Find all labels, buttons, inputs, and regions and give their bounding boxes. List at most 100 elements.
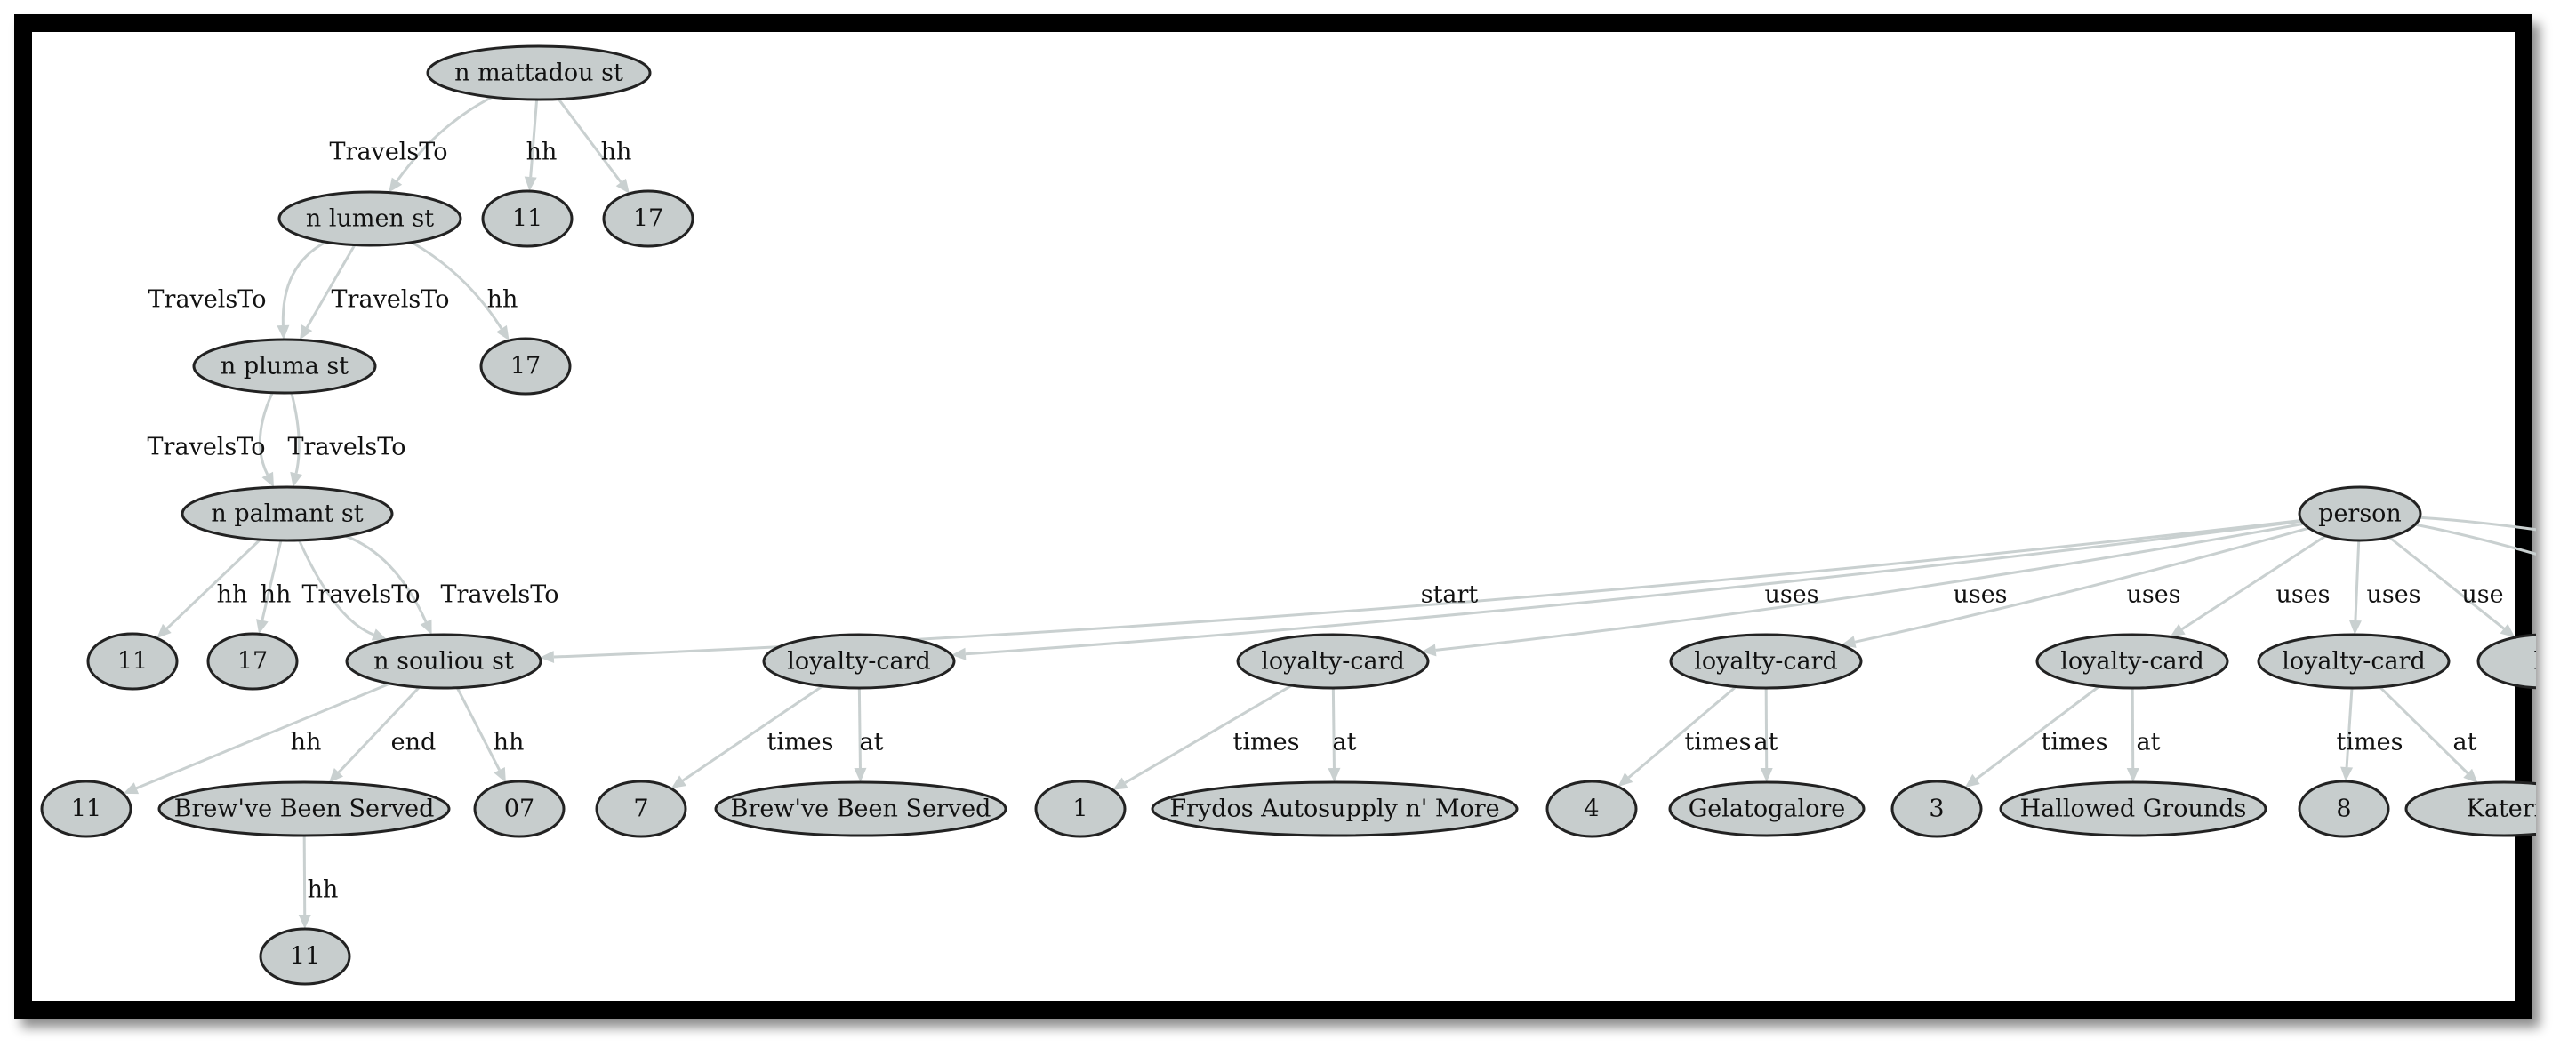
node-lc4a[interactable]: Hallowed Grounds bbox=[1999, 780, 2267, 837]
node-label: 17 bbox=[237, 648, 268, 676]
node-bvbs1[interactable]: Brew've Been Served bbox=[157, 780, 451, 837]
arrowhead bbox=[261, 471, 274, 488]
node-shape bbox=[2404, 780, 2536, 837]
arrowhead bbox=[2126, 767, 2139, 782]
node-lc4[interactable]: loyalty-card bbox=[2035, 633, 2229, 690]
node-label: 11 bbox=[117, 648, 148, 676]
node-pluma[interactable]: n pluma st bbox=[192, 338, 377, 395]
edge-lumen-l17 bbox=[411, 241, 510, 341]
node-shape bbox=[1034, 780, 1127, 838]
node-shape bbox=[157, 780, 451, 837]
node-shape bbox=[1669, 633, 1863, 690]
edge-person-lc5 bbox=[2348, 540, 2362, 636]
node-label: 11 bbox=[71, 796, 101, 823]
node-shape bbox=[181, 485, 394, 542]
edge-label: at bbox=[1754, 729, 1778, 756]
node-lc5t[interactable]: 8 bbox=[2298, 780, 2390, 838]
edge-person-offscreen2 bbox=[2420, 516, 2536, 532]
edge-souliou-s11 bbox=[123, 682, 391, 795]
node-lc1t[interactable]: 7 bbox=[595, 780, 687, 838]
edge-pluma-palmant bbox=[290, 392, 302, 488]
node-lc4t[interactable]: 3 bbox=[1890, 780, 1983, 838]
edge-label: TravelsTo bbox=[148, 434, 266, 461]
arrowhead bbox=[524, 176, 537, 192]
arrowhead bbox=[420, 619, 432, 636]
edge-label: at bbox=[1333, 729, 1357, 756]
node-lc2t[interactable]: 1 bbox=[1034, 780, 1127, 838]
node-lc2a[interactable]: Frydos Autosupply n' More bbox=[1151, 780, 1519, 837]
arrowhead bbox=[300, 324, 313, 340]
edge-lc3-lc3a bbox=[1760, 687, 1773, 783]
node-lc1[interactable]: loyalty-card bbox=[762, 633, 956, 690]
node-b11[interactable]: 11 bbox=[259, 927, 351, 986]
node-p11[interactable]: 11 bbox=[86, 632, 179, 691]
node-p17[interactable]: 17 bbox=[206, 632, 299, 691]
node-shape bbox=[1668, 780, 1866, 837]
node-shape bbox=[595, 780, 687, 838]
node-shape bbox=[2476, 633, 2536, 690]
node-l17[interactable]: 17 bbox=[479, 337, 572, 396]
edge-lc1-lc1a bbox=[854, 687, 867, 783]
node-label: 1 bbox=[1072, 796, 1087, 823]
node-shape bbox=[426, 44, 652, 101]
node-lc6[interactable]: lo bbox=[2476, 633, 2536, 690]
node-person[interactable]: person bbox=[2298, 485, 2422, 542]
edge-person-lc1 bbox=[951, 519, 2302, 660]
edge-label: TravelsTo bbox=[148, 286, 267, 314]
node-s11[interactable]: 11 bbox=[40, 780, 132, 838]
edge-label: hh bbox=[487, 286, 518, 314]
node-m17[interactable]: 17 bbox=[602, 189, 694, 248]
arrowhead bbox=[1112, 777, 1128, 790]
edge-label: start bbox=[1421, 581, 1479, 609]
edge-label: TravelsTo bbox=[288, 434, 406, 461]
edge-label: TravelsTo bbox=[441, 581, 559, 609]
edge-lc5-lc5t bbox=[2340, 687, 2354, 782]
node-label: loyalty-card bbox=[787, 648, 931, 676]
node-souliou[interactable]: n souliou st bbox=[345, 633, 542, 690]
node-lc3t[interactable]: 4 bbox=[1545, 780, 1638, 838]
edge-label: hh bbox=[601, 139, 632, 166]
node-lc5a[interactable]: Kateri bbox=[2404, 780, 2536, 837]
arrowhead bbox=[1760, 767, 1773, 783]
edge-lc4-lc4t bbox=[1964, 684, 2100, 788]
arrowhead bbox=[1617, 772, 1633, 787]
edge-label: use bbox=[2461, 581, 2503, 609]
edge-pluma-palmant bbox=[258, 392, 274, 488]
node-lc2[interactable]: loyalty-card bbox=[1236, 633, 1430, 690]
node-lc5[interactable]: loyalty-card bbox=[2257, 633, 2451, 690]
node-lc3a[interactable]: Gelatogalore bbox=[1668, 780, 1866, 837]
node-shape bbox=[86, 632, 179, 691]
node-label: Brew've Been Served bbox=[174, 796, 435, 823]
edge-label: times bbox=[2042, 729, 2108, 756]
edge-label: at bbox=[860, 729, 884, 756]
node-lumen[interactable]: n lumen st bbox=[277, 190, 462, 247]
arrowhead bbox=[328, 768, 344, 783]
node-shape bbox=[2257, 633, 2451, 690]
node-m11[interactable]: 11 bbox=[481, 189, 574, 248]
node-lc3[interactable]: loyalty-card bbox=[1669, 633, 1863, 690]
edge-label: hh bbox=[217, 581, 248, 609]
arrowhead bbox=[854, 767, 867, 783]
edge-mattadou-m17 bbox=[557, 98, 630, 194]
node-label: Hallowed Grounds bbox=[2020, 796, 2247, 823]
node-shape bbox=[2298, 485, 2422, 542]
edge-label: times bbox=[2337, 729, 2403, 756]
arrowhead bbox=[277, 324, 290, 340]
node-shape bbox=[1151, 780, 1519, 837]
node-palmant[interactable]: n palmant st bbox=[181, 485, 394, 542]
arrowhead bbox=[951, 647, 967, 660]
node-shape bbox=[192, 338, 377, 395]
node-label: person bbox=[2318, 500, 2402, 528]
edge-label: hh bbox=[494, 729, 525, 756]
edge-palmant-souliou bbox=[344, 534, 432, 636]
node-label: loyalty-card bbox=[2282, 648, 2426, 676]
edge-label: times bbox=[1233, 729, 1300, 756]
node-shape bbox=[1236, 633, 1430, 690]
edge-lumen-pluma bbox=[300, 244, 357, 340]
node-mattadou[interactable]: n mattadou st bbox=[426, 44, 652, 101]
node-s07[interactable]: 07 bbox=[473, 780, 566, 838]
node-lc1a[interactable]: Brew've Been Served bbox=[714, 780, 1007, 837]
edge-lumen-pluma bbox=[277, 240, 327, 340]
